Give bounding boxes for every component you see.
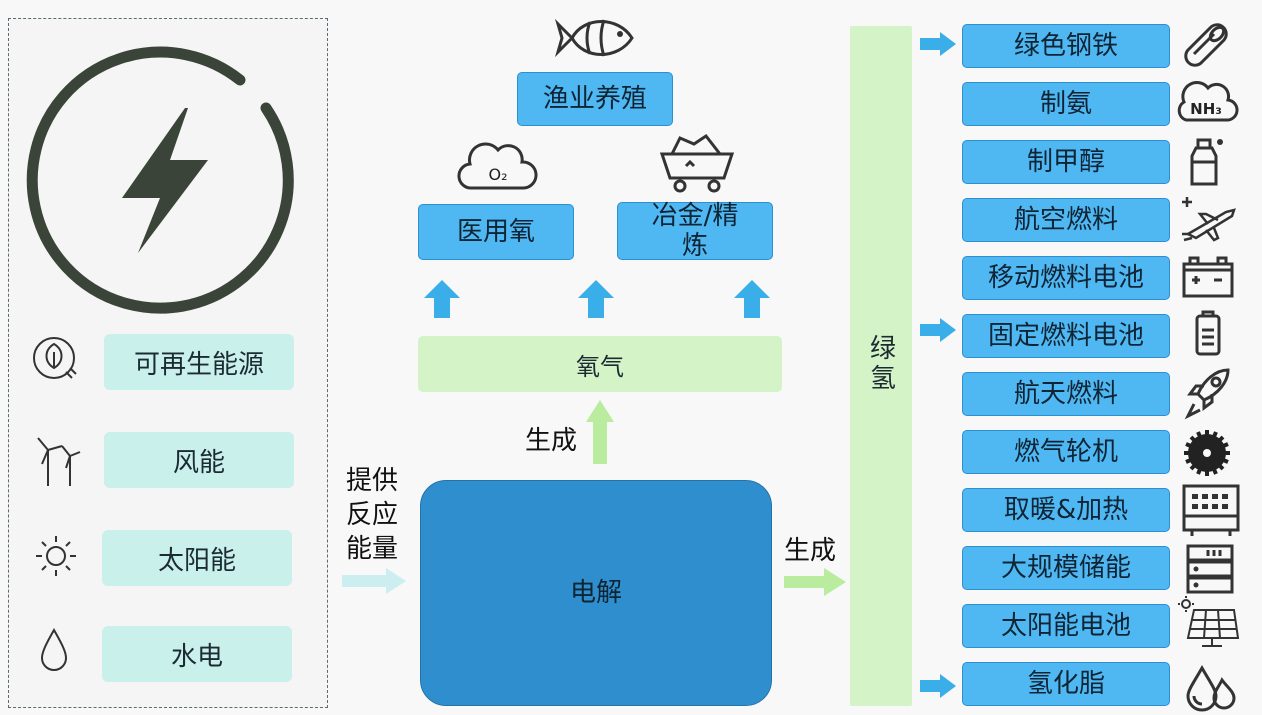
nh3-cloud-icon: NH₃ xyxy=(1177,81,1239,122)
app-hydrogenated-fat: 氢化脂 xyxy=(962,662,1170,706)
green-hydrogen-column: 绿氢 xyxy=(850,26,912,706)
metallurgy-box: 冶金/精 炼 xyxy=(617,201,773,261)
source-renewable: 可再生能源 xyxy=(104,334,294,390)
storage-rack-icon xyxy=(1186,544,1234,594)
turbine-gear-icon xyxy=(1184,430,1230,476)
airplane-icon xyxy=(1182,197,1236,242)
metallurgy-label-line2: 炼 xyxy=(681,231,708,261)
heater-icon xyxy=(1182,484,1240,536)
app-aviation-fuel: 航空燃料 xyxy=(962,198,1170,242)
supply-label-line1: 提供 xyxy=(346,466,399,496)
source-wind: 风能 xyxy=(104,432,294,488)
battery-icon xyxy=(1195,310,1221,356)
up-arrow-metallurgy xyxy=(734,280,770,318)
oxygen-bar: 氧气 xyxy=(418,336,782,392)
source-solar: 太阳能 xyxy=(102,530,292,586)
right-arrow-steel xyxy=(920,32,956,56)
fish-icon xyxy=(554,18,634,58)
app-ammonia: 制氨 xyxy=(962,82,1170,126)
steel-pipe-icon xyxy=(1184,23,1228,67)
rocket-icon xyxy=(1184,368,1230,420)
right-arrow-stationary xyxy=(920,318,956,342)
generate-oxygen-label: 生成 xyxy=(525,426,578,456)
up-arrow-center xyxy=(578,280,614,318)
app-gas-turbine: 燃气轮机 xyxy=(962,430,1170,474)
app-mobile-fuel-cell: 移动燃料电池 xyxy=(962,256,1170,300)
up-arrow-oxygen xyxy=(586,400,614,464)
fishery-box: 渔业养殖 xyxy=(517,72,673,126)
right-arrow-hydrogen xyxy=(784,568,846,596)
bottle-icon xyxy=(1190,138,1223,186)
supply-label-line3: 能量 xyxy=(346,534,399,564)
green-hydrogen-label: 绿氢 xyxy=(865,334,896,394)
supply-arrow xyxy=(342,568,406,594)
solar-panel-icon xyxy=(1178,596,1240,647)
up-arrow-medical xyxy=(424,280,460,318)
wind-turbine-icon xyxy=(37,437,81,486)
o2-icon-text: O₂ xyxy=(488,165,507,184)
leaf-plug-icon xyxy=(33,337,77,379)
metallurgy-label-line1: 冶金/精 xyxy=(651,201,739,231)
power-lightning-icon xyxy=(26,46,294,314)
o2-cloud-icon: O₂ xyxy=(457,142,538,190)
sun-icon xyxy=(36,536,76,576)
supply-label-line2: 反应 xyxy=(346,500,399,530)
oil-drops-icon xyxy=(1186,664,1236,712)
app-solar-cell: 太阳能电池 xyxy=(962,604,1170,648)
nh3-icon-text: NH₃ xyxy=(1190,100,1222,118)
app-stationary-fuel-cell: 固定燃料电池 xyxy=(962,314,1170,358)
medical-oxygen-box: 医用氧 xyxy=(418,204,574,260)
generate-hydrogen-label: 生成 xyxy=(784,536,837,566)
water-drop-icon xyxy=(40,627,68,671)
source-hydro: 水电 xyxy=(102,626,292,682)
app-methanol: 制甲醇 xyxy=(962,140,1170,184)
app-large-storage: 大规模储能 xyxy=(962,546,1170,590)
app-heating: 取暖&加热 xyxy=(962,488,1170,532)
right-arrow-hydrogenated xyxy=(920,674,956,698)
app-space-fuel: 航天燃料 xyxy=(962,372,1170,416)
app-green-steel: 绿色钢铁 xyxy=(962,24,1170,68)
electrolysis-box: 电解 xyxy=(420,480,772,706)
mining-cart-icon xyxy=(659,133,735,193)
car-battery-icon xyxy=(1182,256,1234,298)
